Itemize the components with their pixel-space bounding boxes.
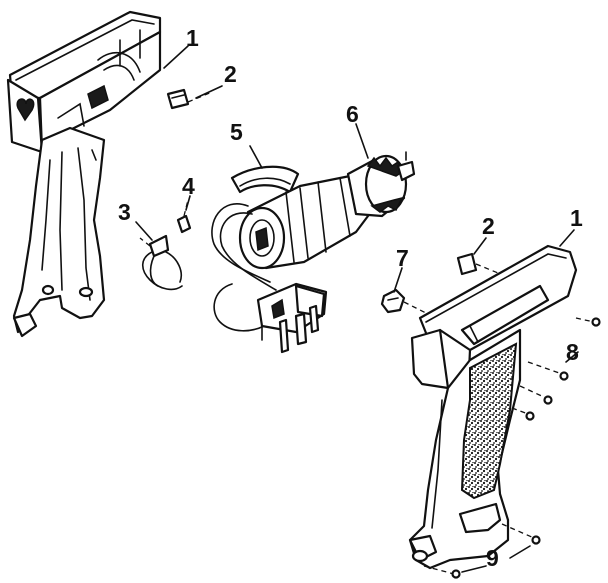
right-housing-half [408,244,578,570]
motor-gear-assembly-part [211,151,416,354]
callout-right-clip: 2 [482,213,495,239]
small-clip-part [380,288,429,315]
callout-small-clip: 7 [396,245,409,271]
callout-motor-gear-assembly: 6 [346,101,359,127]
callout-right-housing: 1 [570,205,583,231]
leader-lines [135,45,575,293]
callout-lead-wire: 3 [118,199,131,225]
callout-left-clip: 2 [224,61,237,87]
screw-set-lower [423,523,541,579]
callout-left-housing: 1 [186,25,199,51]
motor-bracket-part [230,165,300,194]
callout-connector: 4 [182,173,195,199]
lead-wire-part [139,234,183,291]
screw-set-upper [511,317,601,421]
left-housing-half [6,10,162,338]
left-clip-part [166,88,213,110]
callout-screw-set-lower: 9 [486,545,499,571]
callout-motor-bracket: 5 [230,119,243,145]
callout-screw-set-upper: 8 [566,339,579,365]
